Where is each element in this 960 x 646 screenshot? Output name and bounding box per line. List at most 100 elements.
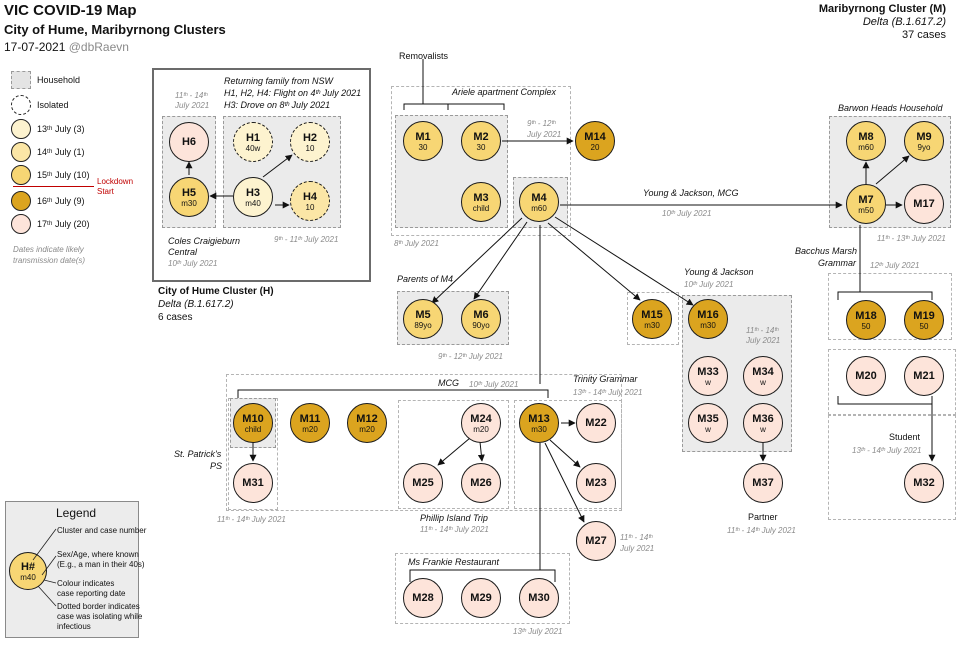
key-16-july-label: 16ᵗʰ July (9) xyxy=(37,196,85,206)
coles-label-1: Coles Craigieburn xyxy=(168,236,241,246)
case-id: M22 xyxy=(585,417,607,429)
case-id: H2 xyxy=(302,131,318,144)
case-sex-age: 90yo xyxy=(472,320,490,330)
author-handle: @dbRaevn xyxy=(68,40,129,54)
legend-sexage-1: Sex/Age, where known xyxy=(57,550,139,559)
bacchus-date: 12ᵗʰ July 2021 xyxy=(870,261,920,270)
case-node-m28[interactable]: M28 xyxy=(403,578,443,618)
case-sex-age: 89yo xyxy=(414,320,432,330)
trinity-date: 13ᵗʰ - 14ᵗʰ July 2021 xyxy=(573,388,643,397)
barwon-label: Barwon Heads Household xyxy=(838,103,943,113)
m15-group-box xyxy=(627,292,679,345)
case-id: M14 xyxy=(584,130,606,143)
coles-label-2: Central xyxy=(168,247,198,257)
case-id: M10 xyxy=(242,412,264,425)
hume-date-tl-2: July 2021 xyxy=(175,101,210,110)
case-id: M11 xyxy=(299,412,321,425)
case-node-m37[interactable]: M37 xyxy=(743,463,783,503)
legend-sample-id: H# xyxy=(20,560,36,573)
case-node-m30[interactable]: M30 xyxy=(519,578,559,618)
case-id: M12 xyxy=(356,412,378,425)
case-node-m27[interactable]: M27 xyxy=(576,521,616,561)
trinity-group-box xyxy=(514,400,622,509)
case-sex-age: m20 xyxy=(302,424,318,434)
case-id: M34 xyxy=(752,365,774,378)
stpatricks-label-1: St. Patrick's xyxy=(174,449,222,459)
case-node-m29[interactable]: M29 xyxy=(461,578,501,618)
case-sex-age: 30 xyxy=(476,142,486,152)
case-node-m23[interactable]: M23 xyxy=(576,463,616,503)
ariele-date-2: July 2021 xyxy=(527,130,562,139)
case-node-m17[interactable]: M17 xyxy=(904,184,944,224)
key-13-july-swatch xyxy=(11,119,31,139)
case-sex-age: m30 xyxy=(700,320,716,330)
ariele-date-1: 9ᵗʰ - 12ᵗʰ xyxy=(527,119,556,128)
case-node-m26[interactable]: M26 xyxy=(461,463,501,503)
case-node-m22[interactable]: M22 xyxy=(576,403,616,443)
ariele-label: Ariele apartment Complex xyxy=(452,87,557,97)
page-date: 17-07-2021 @dbRaevn xyxy=(4,40,129,54)
case-sex-age: 40w xyxy=(245,143,261,153)
case-node-m31[interactable]: M31 xyxy=(233,463,273,503)
case-id: M20 xyxy=(855,370,877,382)
key-lockdown-label: Lockdown Start xyxy=(97,177,134,196)
legend-sexage-2: (E.g., a man in their 40s) xyxy=(57,560,145,569)
bacchus-lower-box xyxy=(828,349,956,415)
case-id: M3 xyxy=(473,191,489,204)
key-note-line1: Dates indicate likely xyxy=(13,245,84,254)
student-group-box xyxy=(828,415,956,520)
case-sex-age: w xyxy=(705,377,711,387)
case-node-m21[interactable]: M21 xyxy=(904,356,944,396)
legend-sample-node: H#m40 xyxy=(9,552,47,590)
case-node-m25[interactable]: M25 xyxy=(403,463,443,503)
hume-cluster-frame xyxy=(152,68,371,282)
key-isolated-swatch xyxy=(11,95,31,115)
case-sex-age: 10 xyxy=(305,143,315,153)
case-id: M5 xyxy=(415,308,431,321)
case-node-m32[interactable]: M32 xyxy=(904,463,944,503)
key-17-july-swatch xyxy=(11,214,31,234)
key-15-july-swatch xyxy=(11,165,31,185)
legend-colour-2: case reporting date xyxy=(57,589,126,598)
case-id: M26 xyxy=(470,477,492,489)
case-id: M7 xyxy=(858,193,874,206)
legend-dotted-1: Dotted border indicates xyxy=(57,602,140,611)
case-id: M24 xyxy=(470,412,492,425)
case-node-h6[interactable]: H6 xyxy=(169,122,209,162)
key-note-line2: transmission date(s) xyxy=(13,256,86,265)
m27-date-2: July 2021 xyxy=(620,544,655,553)
legend-sample-sub: m40 xyxy=(20,572,36,582)
yj-mcg-date: 10ᵗʰ July 2021 xyxy=(662,209,712,218)
page-subtitle: City of Hume, Maribyrnong Clusters xyxy=(4,22,226,37)
case-node-m20[interactable]: M20 xyxy=(846,356,886,396)
key-16-july-swatch xyxy=(11,191,31,211)
